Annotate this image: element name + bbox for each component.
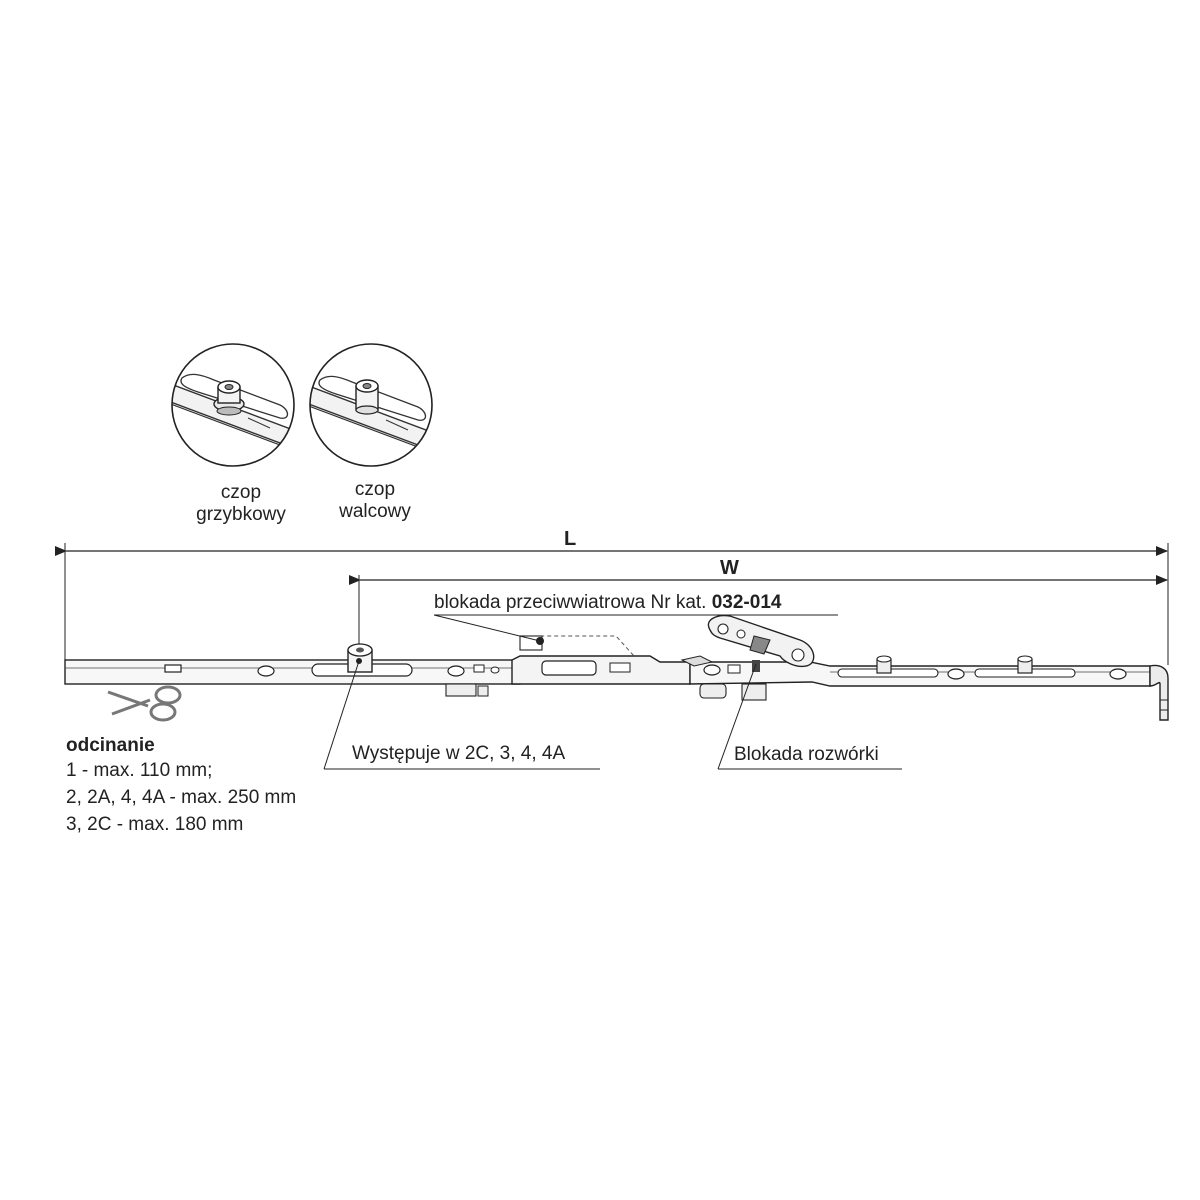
occurs-in-callout: Występuje w 2C, 3, 4, 4A <box>352 743 566 764</box>
cylindrical-pin-label-line2: walcowy <box>339 501 411 522</box>
cutting-line-1: 1 - max. 110 mm; <box>66 760 213 781</box>
cylindrical-pin-label: czop walcowy <box>339 479 411 523</box>
mushroom-pin-label-line2: grzybkowy <box>196 504 286 525</box>
cutting-line-3: 3, 2C - max. 180 mm <box>66 814 244 835</box>
cutting-line-2: 2, 2A, 4, 4A - max. 250 mm <box>66 787 297 808</box>
windlock-callout: blokada przeciwwiatrowa Nr kat. 032-014 <box>434 592 781 614</box>
cylindrical-pin-label-line1: czop <box>354 479 396 500</box>
mushroom-pin-detail <box>171 343 295 467</box>
dimension-L <box>55 543 1169 665</box>
windlock-callout-text: blokada przeciwwiatrowa Nr kat. <box>434 592 707 613</box>
dimension-L-label: L <box>564 528 577 550</box>
leader-lines <box>323 614 902 770</box>
windlock-catalog-number: 032-014 <box>711 592 782 613</box>
mushroom-pin-label: czop grzybkowy <box>196 482 286 526</box>
scissors-icon <box>107 685 182 722</box>
cutting-title: odcinanie <box>66 735 155 756</box>
cutting-info: odcinanie 1 - max. 110 mm; 2, 2A, 4, 4A … <box>66 735 296 838</box>
dimension-W-label: W <box>720 557 739 579</box>
dimension-W <box>349 575 1168 648</box>
mushroom-pin-label-line1: czop <box>220 482 262 503</box>
espagnolette-bar <box>64 614 1169 721</box>
cylindrical-pin-detail <box>309 343 433 467</box>
stay-lock-callout: Blokada rozwórki <box>734 744 879 765</box>
